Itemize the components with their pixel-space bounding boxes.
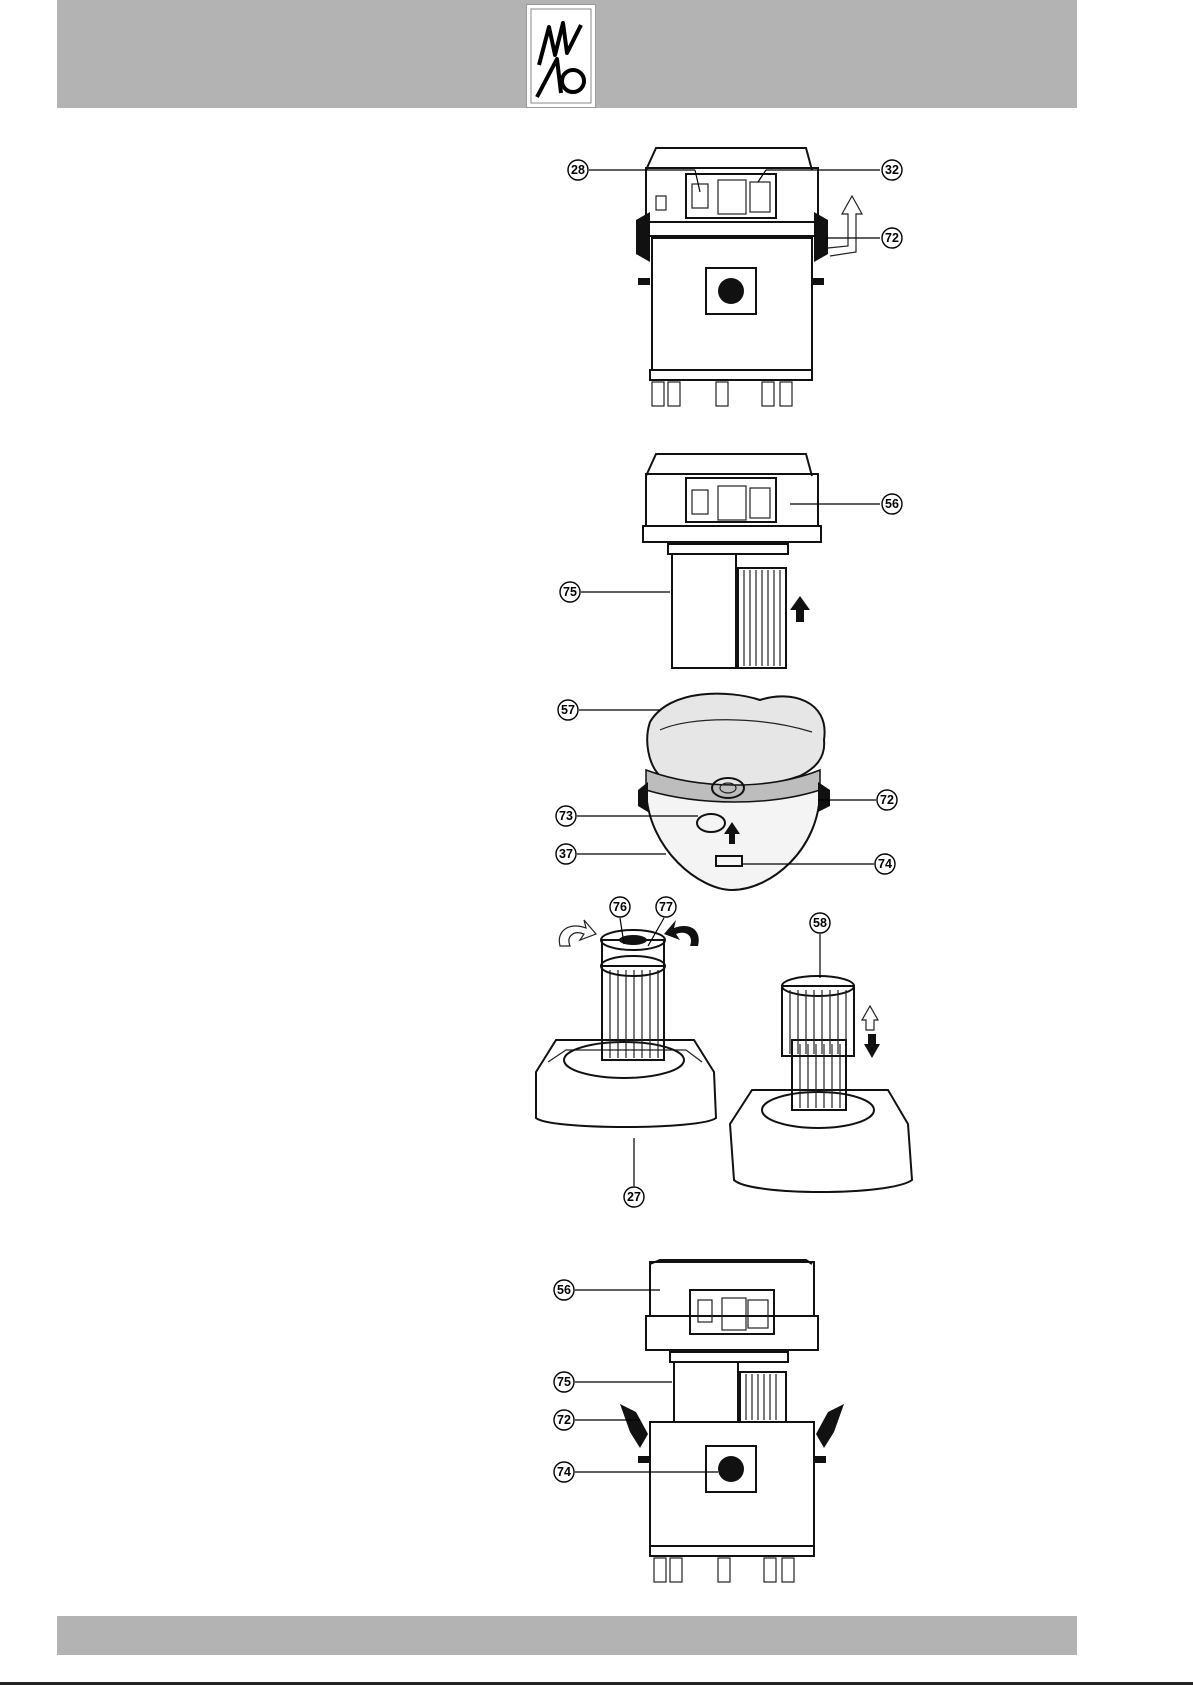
instruction-figures: 28 32 72 56 75 <box>0 0 1193 1616</box>
callout-label: 28 <box>571 163 585 177</box>
callout-77: 77 <box>648 897 676 946</box>
callout-75: 75 <box>560 582 670 602</box>
callout-label: 27 <box>627 1190 641 1204</box>
callout-56b: 56 <box>554 1280 660 1300</box>
callout-label: 76 <box>613 900 627 914</box>
callout-32: 32 <box>758 160 902 182</box>
figure-5 <box>620 1260 844 1582</box>
callout-label: 58 <box>813 916 827 930</box>
callout-37: 37 <box>556 844 666 864</box>
callout-label: 57 <box>561 703 575 717</box>
callout-57: 57 <box>558 700 660 720</box>
callout-label: 75 <box>557 1375 571 1389</box>
callout-label: 74 <box>557 1465 571 1479</box>
callout-74b: 74 <box>554 1462 718 1482</box>
figure-1 <box>636 148 862 406</box>
figure-4 <box>536 920 912 1192</box>
callout-label: 73 <box>559 809 573 823</box>
figure-3 <box>638 694 830 890</box>
callout-label: 32 <box>885 163 899 177</box>
callout-58: 58 <box>810 913 830 978</box>
page-footer-bar <box>57 1616 1077 1655</box>
callout-label: 75 <box>563 585 577 599</box>
callout-28: 28 <box>568 160 700 192</box>
callout-label: 72 <box>885 231 899 245</box>
callout-label: 72 <box>880 793 894 807</box>
callout-label: 37 <box>559 847 573 861</box>
callout-75b: 75 <box>554 1372 672 1392</box>
callout-72: 72 <box>826 228 902 248</box>
callout-label: 56 <box>885 497 899 511</box>
callout-label: 72 <box>557 1413 571 1427</box>
figure-2 <box>643 454 821 668</box>
callout-label: 77 <box>659 900 673 914</box>
callout-27: 27 <box>624 1138 644 1207</box>
callout-label: 56 <box>557 1283 571 1297</box>
callout-56: 56 <box>790 494 902 514</box>
callout-label: 74 <box>878 857 892 871</box>
